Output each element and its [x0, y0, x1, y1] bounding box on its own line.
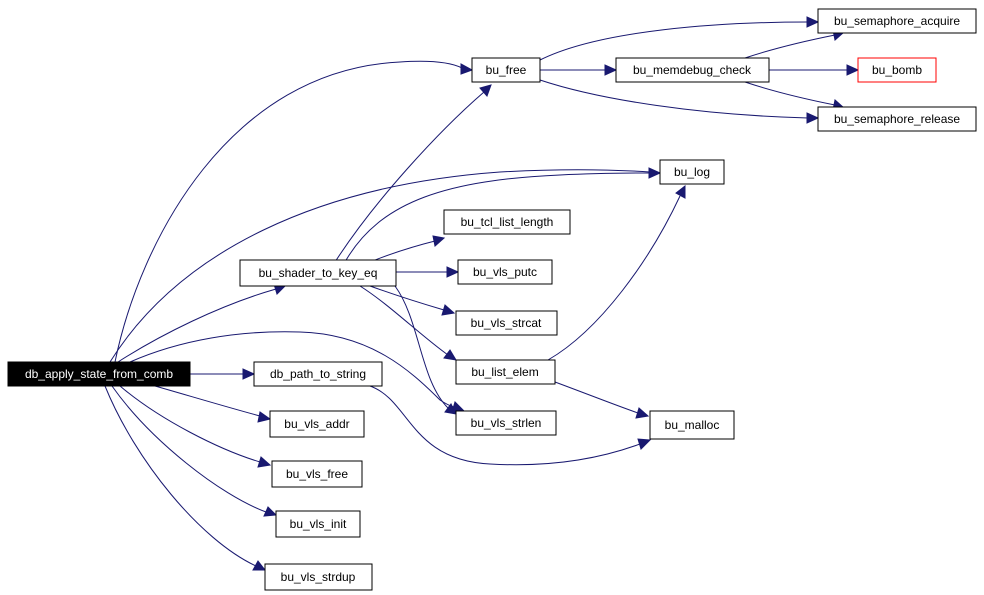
node-bu-vls-strlen[interactable]: bu_vls_strlen: [455, 410, 557, 436]
node-label: bu_vls_addr: [284, 417, 349, 431]
edge-bu-shader-to-key-eq-to-bu-log: [344, 172, 651, 263]
arrowhead: [242, 368, 256, 380]
node-label: bu_free: [486, 63, 527, 77]
edge-bu-free-to-bu-semaphore-acquire: [539, 21, 809, 61]
arrowhead: [846, 64, 860, 76]
node-label: bu_memdebug_check: [633, 63, 752, 77]
node-bu-log[interactable]: bu_log: [659, 159, 725, 185]
arrowhead: [479, 84, 492, 97]
arrowhead: [432, 235, 446, 247]
node-db-apply-state-from-comb[interactable]: db_apply_state_from_comb: [7, 361, 191, 387]
node-bu-bomb[interactable]: bu_bomb: [857, 57, 937, 83]
node-label: bu_shader_to_key_eq: [259, 266, 378, 280]
node-label: db_apply_state_from_comb: [25, 367, 173, 381]
arrowhead: [635, 407, 650, 419]
arrowhead: [806, 16, 820, 28]
node-label: bu_tcl_list_length: [461, 215, 554, 229]
arrowhead: [257, 456, 272, 468]
arrowhead: [263, 506, 278, 517]
arrowhead: [252, 560, 267, 571]
call-graph-edges: [104, 16, 860, 571]
node-bu-memdebug-check[interactable]: bu_memdebug_check: [615, 57, 770, 83]
node-label: bu_malloc: [665, 418, 720, 432]
node-label: bu_semaphore_acquire: [834, 14, 960, 28]
node-label: bu_vls_strdup: [281, 570, 356, 584]
edge-bu-memdebug-check-to-bu-semaphore-acquire: [744, 34, 836, 59]
node-bu-malloc[interactable]: bu_malloc: [649, 410, 735, 440]
node-bu-semaphore-release[interactable]: bu_semaphore_release: [817, 106, 977, 132]
arrowhead: [446, 266, 460, 278]
edge-bu-list-elem-to-bu-log: [547, 195, 681, 361]
node-label: bu_vls_init: [290, 517, 347, 531]
arrowhead: [441, 304, 456, 316]
arrowhead: [443, 349, 457, 361]
node-db-path-to-string[interactable]: db_path_to_string: [253, 361, 383, 387]
node-bu-semaphore-acquire[interactable]: bu_semaphore_acquire: [817, 8, 977, 34]
edge-db-apply-state-from-comb-to-bu-vls-init: [111, 385, 267, 513]
arrowhead: [444, 403, 457, 415]
node-bu-vls-strdup[interactable]: bu_vls_strdup: [264, 563, 373, 591]
edge-bu-memdebug-check-to-bu-semaphore-release: [744, 81, 836, 106]
node-label: db_path_to_string: [270, 367, 366, 381]
node-label: bu_semaphore_release: [834, 112, 960, 126]
node-label: bu_vls_free: [286, 467, 348, 481]
node-label: bu_list_elem: [471, 365, 538, 379]
edge-bu-shader-to-key-eq-to-bu-free: [334, 91, 485, 263]
arrowhead: [806, 112, 820, 124]
node-label: bu_vls_strcat: [471, 316, 542, 330]
arrowhead: [648, 167, 662, 179]
arrowhead: [675, 184, 686, 199]
node-bu-vls-addr[interactable]: bu_vls_addr: [269, 410, 365, 438]
edge-bu-free-to-bu-semaphore-release: [539, 79, 809, 119]
node-label: bu_bomb: [872, 63, 922, 77]
call-graph-nodes: db_apply_state_from_comb bu_free bu_sema…: [7, 8, 977, 591]
edge-bu-shader-to-key-eq-to-bu-vls-strlen: [394, 285, 449, 409]
edge-db-apply-state-from-comb-to-bu-shader-to-key-eq: [117, 288, 277, 363]
edge-db-apply-state-from-comb-to-bu-vls-strdup: [104, 385, 257, 567]
edge-db-path-to-string-to-bu-malloc: [369, 385, 641, 466]
arrowhead: [257, 411, 272, 423]
edge-bu-shader-to-key-eq-to-bu-vls-strcat: [369, 285, 445, 311]
node-bu-shader-to-key-eq[interactable]: bu_shader_to_key_eq: [239, 259, 397, 287]
arrowhead: [460, 63, 474, 75]
node-bu-free[interactable]: bu_free: [471, 57, 541, 83]
node-bu-vls-init[interactable]: bu_vls_init: [275, 510, 361, 538]
edge-db-apply-state-from-comb-to-bu-vls-addr: [154, 385, 261, 417]
node-bu-vls-strcat[interactable]: bu_vls_strcat: [455, 310, 558, 336]
arrowhead: [604, 64, 618, 76]
node-bu-tcl-list-length[interactable]: bu_tcl_list_length: [443, 209, 571, 235]
node-bu-vls-putc[interactable]: bu_vls_putc: [457, 259, 553, 285]
edge-bu-list-elem-to-bu-malloc: [554, 381, 639, 414]
node-label: bu_log: [674, 165, 710, 179]
edge-db-apply-state-from-comb-to-bu-vls-strlen: [129, 331, 455, 408]
node-bu-vls-free[interactable]: bu_vls_free: [271, 460, 363, 488]
edge-db-apply-state-from-comb-to-bu-vls-free: [119, 385, 261, 463]
arrowhead: [637, 438, 652, 450]
edge-bu-shader-to-key-eq-to-bu-list-elem: [359, 285, 449, 356]
edge-db-apply-state-from-comb-to-bu-log: [109, 169, 651, 363]
node-label: bu_vls_putc: [473, 265, 537, 279]
node-label: bu_vls_strlen: [471, 416, 542, 430]
edge-bu-shader-to-key-eq-to-bu-tcl-list-length: [369, 240, 436, 263]
edge-db-apply-state-from-comb-to-bu-free: [114, 60, 463, 363]
node-bu-list-elem[interactable]: bu_list_elem: [455, 359, 556, 385]
